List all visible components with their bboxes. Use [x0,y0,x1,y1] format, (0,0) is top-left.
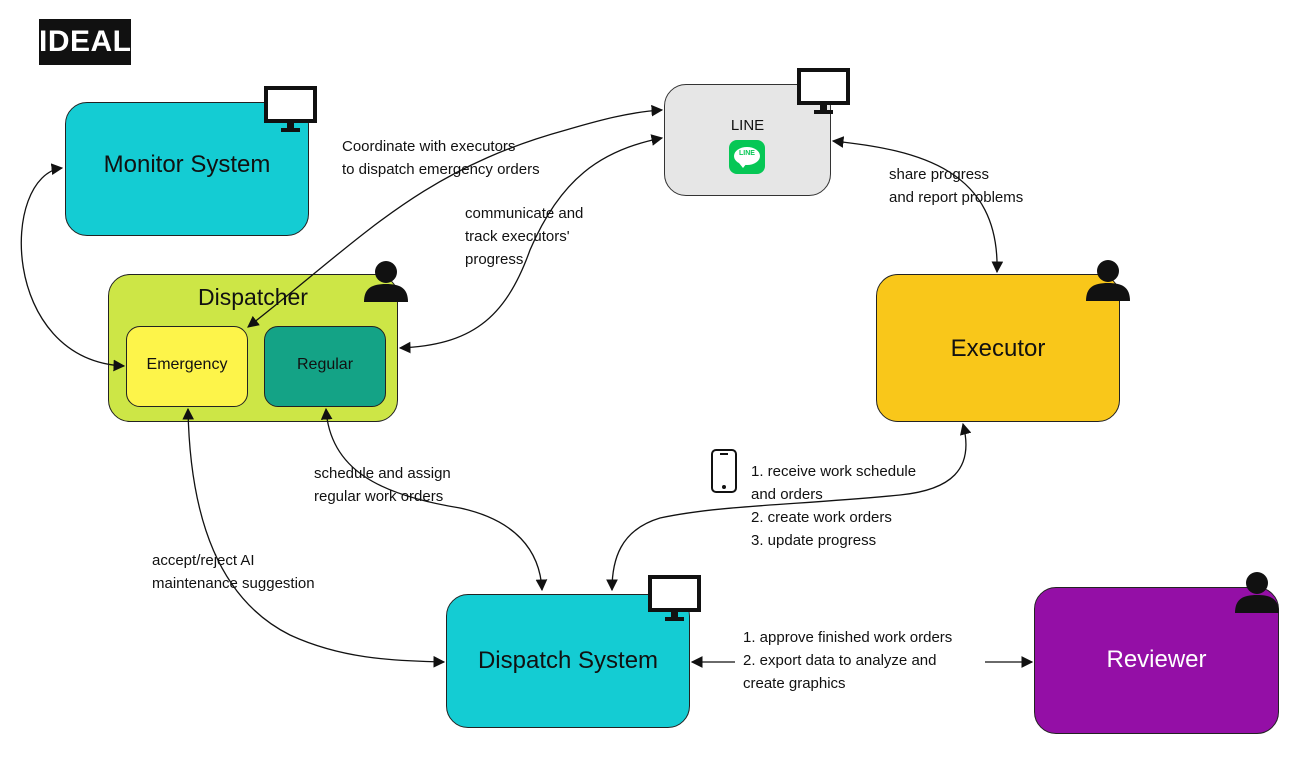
regular-label: Regular [296,356,354,373]
arrow-executor-dispatch [606,422,972,592]
dispatch-system-node[interactable]: Dispatch System [446,594,690,728]
person-icon [1235,572,1279,613]
smartphone-icon [711,449,737,493]
dispatch-system-label: Dispatch System [477,647,659,674]
line-logo-text: LINE [739,150,755,157]
reviewer-label: Reviewer [1106,646,1207,673]
arrow-line-dispatcher [398,134,664,354]
monitor-icon [264,86,317,132]
executor-label: Executor [950,335,1046,362]
monitor-icon [797,68,850,114]
emergency-subnode[interactable]: Emergency [126,326,248,407]
arrow-regular-dispatch [320,407,548,592]
line-title: LINE [730,117,765,134]
person-icon [364,261,408,302]
arrow-emergency-line [247,104,664,328]
arrow-line-executor [831,136,1004,274]
edge-label-approve: 1. approve finished work orders 2. expor… [743,629,953,692]
arrow-monitor-emergency [20,163,126,372]
diagram-title-tag: IDEAL [39,19,131,65]
monitor-icon [648,575,701,621]
person-icon [1086,260,1130,301]
line-logo-icon: LINE [729,140,765,174]
executor-node[interactable]: Executor [876,274,1120,422]
arrow-emergency-dispatch [182,407,446,668]
monitor-system-label: Monitor System [103,151,271,178]
emergency-label: Emergency [146,356,228,373]
